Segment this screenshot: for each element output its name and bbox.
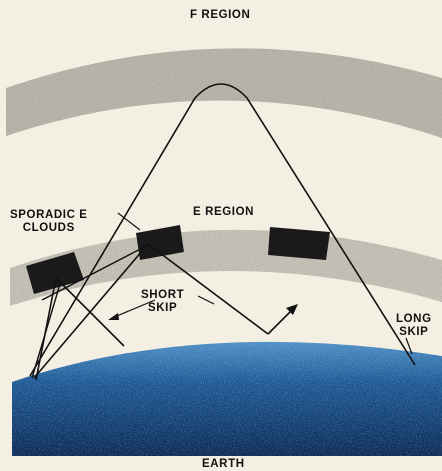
f-region-label: F REGION	[190, 9, 250, 22]
long-skip-label: LONG SKIP	[396, 313, 432, 339]
short-skip-pointer-head	[108, 313, 119, 320]
e-region-label: E REGION	[193, 206, 254, 219]
sporadic-cloud-right	[268, 227, 330, 260]
short-skip-leader	[198, 296, 214, 304]
long-skip-line1: LONG	[396, 313, 432, 326]
f-region-texture	[6, 48, 442, 138]
long-skip-line2: SKIP	[396, 326, 432, 339]
sporadic-e-line2: CLOUDS	[10, 222, 88, 235]
short-skip-line2: SKIP	[141, 302, 184, 315]
earth-texture	[12, 342, 442, 456]
short-skip-label: SHORT SKIP	[141, 289, 184, 315]
short-skip-line1: SHORT	[141, 289, 184, 302]
sporadic-e-clouds-label: SPORADIC E CLOUDS	[10, 209, 88, 235]
long-skip-ray	[30, 84, 415, 376]
sporadic-e-line1: SPORADIC E	[10, 209, 88, 222]
earth-label: EARTH	[202, 458, 245, 471]
